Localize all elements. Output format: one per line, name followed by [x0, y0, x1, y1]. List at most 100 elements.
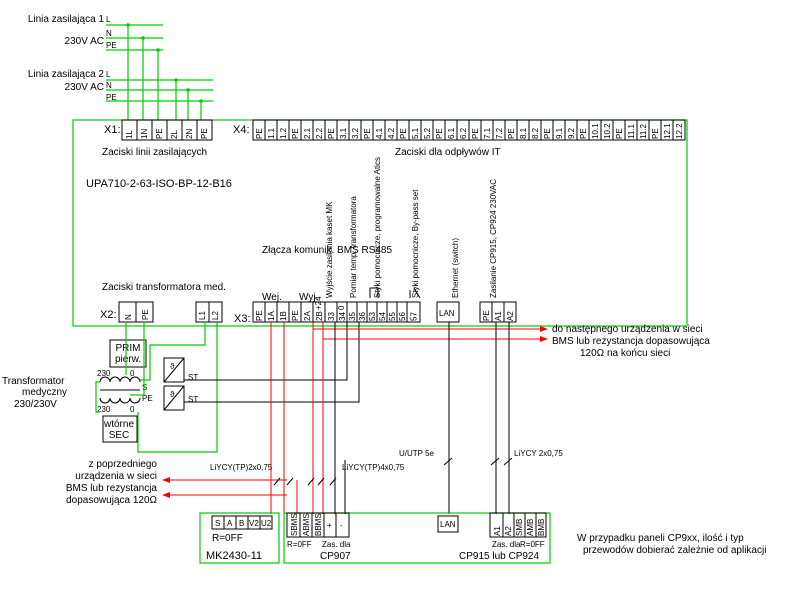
transformer-wiring [95, 322, 218, 453]
x4-term: 2.1 [303, 127, 312, 139]
remark-1: W przypadku paneli CP9xx, ilość i typ [577, 533, 744, 544]
x4-term: PE [291, 128, 300, 139]
transformer-name-2: medyczny [22, 387, 67, 398]
x3-term: 35 [348, 312, 357, 321]
shield-s: S [142, 383, 147, 392]
x2-term: N [124, 314, 133, 320]
sensor-1-label: ST [188, 373, 198, 382]
wyj-label: Wyj. [299, 292, 318, 303]
x1-term: 1L [125, 130, 134, 139]
x4-term: 11.2 [639, 123, 648, 139]
notes: do następnego urządzenia w sieci BMS lub… [66, 324, 767, 556]
mk-name: MK2430-11 [206, 550, 262, 562]
transformer: PRIM pierw. 230 0 Transformator medyczny… [2, 339, 198, 443]
mk-term: V2 [249, 519, 259, 528]
x3-term: A1 [494, 311, 503, 321]
supply2-n: N [106, 81, 112, 90]
x4-term: 9.2 [567, 127, 576, 139]
cp915-r: R=0FF [520, 540, 545, 549]
aux-bypass-label: Styki pomocnicze, By-pass set [411, 189, 420, 298]
x3-term: A2 [506, 311, 515, 321]
x4-term: 7.1 [483, 127, 492, 139]
cable-2: LiYCY(TP)4x0,75 [342, 463, 405, 472]
sensor-2-label: ST [188, 395, 198, 404]
x3-term: 55 [388, 312, 397, 321]
cp915-lan: LAN [440, 520, 456, 529]
sec-label: SEC [109, 430, 130, 441]
supply-out-label: Wyjście zasilania kaset MK [325, 201, 334, 298]
x4-term: PE [399, 128, 408, 139]
x4-term: 2.2 [315, 127, 324, 139]
cp915-term: BMB [537, 519, 546, 536]
note-prev-4: dopasowująca 120Ω [66, 495, 157, 506]
x4-term: PE [363, 128, 372, 139]
sensor-2-theta: ϑ [170, 390, 175, 399]
supply2-title: Linia zasilająca 2 [28, 69, 105, 80]
mk-term: B [239, 519, 244, 528]
mk-term: U2 [261, 519, 272, 528]
sensor-1-theta: ϑ [170, 362, 175, 371]
pierw-label: pierw. [115, 354, 141, 365]
x1-term: 1N [140, 129, 149, 139]
cp915-zas: Zas. dla [492, 540, 521, 549]
x4-term: PE [651, 128, 660, 139]
supply2-voltage: 230V AC [65, 82, 104, 93]
mk-term: S [215, 519, 220, 528]
cp-panel-module: SBMS ABMS BBMS + - R=0FF Zas. dla CP907 … [283, 512, 551, 564]
x3-term: 2A [303, 311, 312, 321]
x3-term: 1A [267, 311, 276, 321]
model-designation: UPA710-2-63-ISO-BP-12-B16 [86, 178, 232, 190]
cp915-term: SMB [515, 519, 524, 536]
note-prev-1: z poprzedniego [89, 459, 158, 470]
cp907-term: + [327, 521, 332, 530]
x3-term: 36 [358, 312, 367, 321]
x4-term: PE [579, 128, 588, 139]
cp915-term: A1 [493, 526, 502, 536]
x4-term: 12.2 [675, 123, 684, 139]
x4-term: 8.2 [531, 127, 540, 139]
transformer-name-1: Transformator [2, 376, 65, 387]
x4-term: PE [543, 128, 552, 139]
mk-r: R=0FF [212, 533, 243, 544]
supply1-title: Linia zasilająca 1 [28, 14, 105, 25]
x4-term: 1.1 [267, 127, 276, 139]
cp915-term: AMB [526, 519, 535, 536]
supply-line-1: Linia zasilająca 1 230V AC L N PE [28, 14, 163, 120]
x4-term: 7.2 [495, 127, 504, 139]
prim-label: PRIM [116, 343, 141, 354]
supply1-voltage: 230V AC [65, 36, 104, 47]
x3-terminal [503, 301, 517, 323]
x3-term: 34 [338, 312, 347, 321]
x1-caption: Zaciski linii zasilających [102, 147, 207, 158]
x3-term: PE [291, 310, 300, 321]
x4-term: 3.2 [351, 127, 360, 139]
x3-term: 1B [279, 311, 288, 321]
cp907-term: ABMS [302, 513, 311, 536]
note-next-bms: BMS lub rezystancja dopasowująca [552, 336, 710, 347]
cp915-term: A2 [504, 526, 513, 536]
cable-4: LiYCY 2x0,75 [514, 449, 563, 458]
supply2-l: L [106, 70, 111, 79]
v24-label: +24 [314, 296, 323, 310]
x2-term: L1 [198, 311, 207, 320]
x3-term: 56 [398, 312, 407, 321]
x2-term: L2 [211, 311, 220, 320]
shield-pe: PE [142, 394, 153, 403]
x3-term: LAN [439, 309, 455, 318]
remark-2: przewodów dobierać zależnie od aplikacji [583, 545, 766, 556]
x4-term: PE [255, 128, 264, 139]
x1-term: PE [200, 128, 209, 139]
x1-terminal-block: X1: 1L 1N PE 2L 2N PE Zaciski linii zasi… [102, 119, 213, 158]
x4-term: 4.1 [375, 127, 384, 139]
x4-term: PE [471, 128, 480, 139]
supply1-l: L [106, 15, 111, 24]
note-prev-3: BMS lub rezystancja [66, 483, 158, 494]
x3-term: PE [482, 310, 491, 321]
cp915-name: CP915 lub CP924 [459, 551, 539, 562]
x3-term: 33 [327, 312, 336, 321]
cable-3: U/UTP 5e [399, 449, 435, 458]
x4-term: 11.1 [627, 123, 636, 139]
